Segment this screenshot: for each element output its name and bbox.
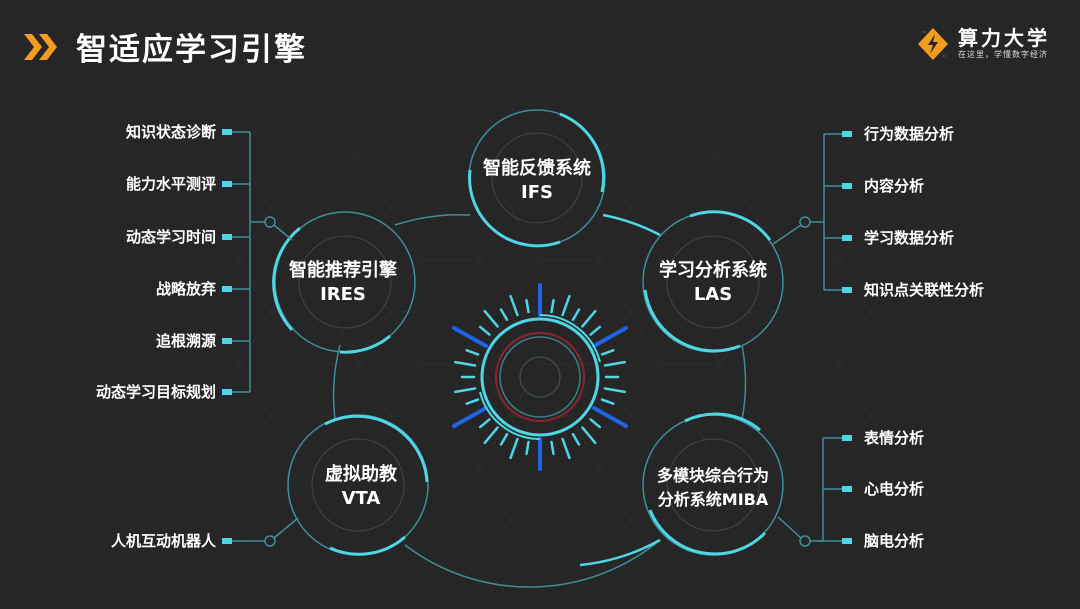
vta-connector	[232, 517, 299, 547]
node-vta: 虚拟助教 VTA	[286, 463, 436, 511]
node-miba: 多模块综合行为 分析系统MIBA	[638, 464, 788, 512]
node-ires-name: 智能推荐引擎	[289, 260, 397, 281]
ires-bracket	[232, 131, 293, 393]
lightning-diamond-icon	[918, 28, 948, 60]
node-ifs: 智能反馈系统 IFS	[462, 157, 612, 205]
node-circle-miba	[642, 412, 784, 556]
logo-slogan: 在这里，学懂数字经济	[958, 50, 1048, 59]
node-ires-abbr: IRES	[320, 284, 366, 305]
node-circle-las	[642, 210, 784, 353]
center-gauge	[452, 283, 628, 471]
node-vta-name: 虚拟助教	[325, 464, 397, 485]
node-ifs-name: 智能反馈系统	[483, 158, 591, 179]
page-title: 智适应学习引擎	[76, 32, 307, 68]
las-item: 内容分析	[864, 177, 925, 195]
brand-logo: 算力大学 在这里，学懂数字经济	[916, 26, 1050, 62]
header: 智适应学习引擎	[22, 24, 307, 69]
vta-item: 人机互动机器人	[110, 532, 216, 550]
connecting-ring	[332, 213, 747, 588]
ires-item: 能力水平测评	[125, 175, 216, 193]
las-item: 学习数据分析	[864, 229, 955, 247]
node-las-abbr: LAS	[693, 284, 733, 305]
node-las: 学习分析系统 LAS	[638, 259, 788, 307]
logo-name: 算力大学	[958, 26, 1050, 50]
item-markers	[222, 129, 852, 544]
node-miba-name-line2: 分析系统MIBA	[657, 490, 769, 509]
node-ires: 智能推荐引擎 IRES	[268, 259, 418, 307]
miba-bracket	[777, 437, 842, 547]
miba-item: 脑电分析	[864, 532, 925, 550]
node-ifs-abbr: IFS	[521, 182, 553, 203]
double-chevron-right-icon	[24, 33, 57, 60]
miba-item: 心电分析	[864, 480, 925, 498]
node-vta-abbr: VTA	[341, 488, 381, 509]
las-bracket	[772, 133, 842, 291]
ires-item: 动态学习时间	[125, 228, 216, 246]
ires-item: 战略放弃	[155, 280, 216, 298]
node-miba-name-line1: 多模块综合行为	[656, 466, 769, 485]
ires-item: 知识状态诊断	[125, 123, 216, 141]
ires-item: 动态学习目标规划	[95, 383, 216, 401]
ires-item: 追根溯源	[155, 332, 216, 350]
node-circle-vta	[287, 414, 429, 556]
miba-item: 表情分析	[864, 429, 925, 447]
las-item: 行为数据分析	[864, 125, 955, 143]
las-item: 知识点关联性分析	[864, 281, 985, 299]
node-las-name: 学习分析系统	[659, 260, 767, 281]
node-circle-ifs	[468, 109, 606, 248]
